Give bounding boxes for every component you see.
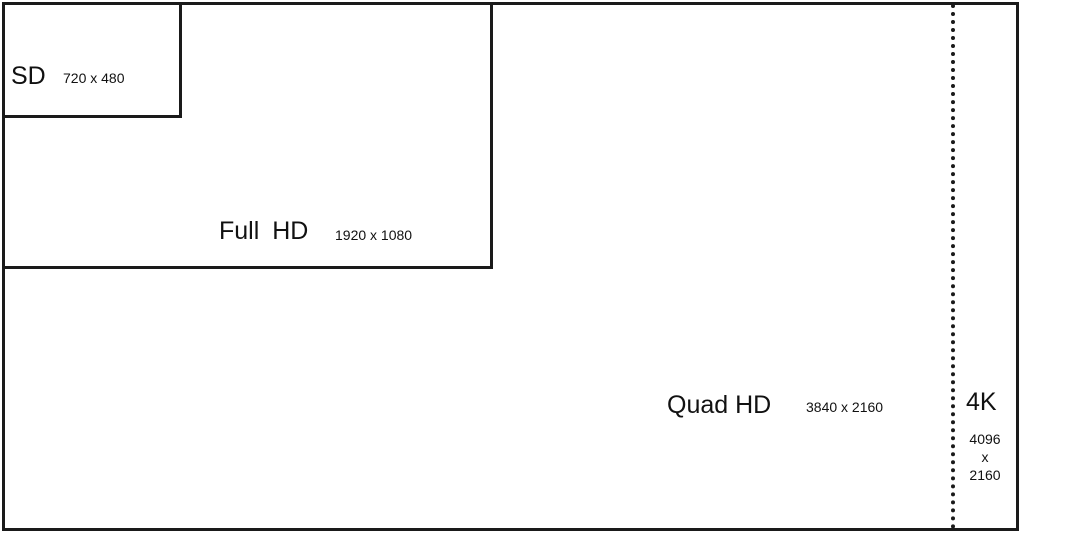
full-hd-frame	[2, 2, 493, 269]
4k-height: 2160	[969, 467, 1001, 483]
sd-dimensions: 720 x 480	[63, 70, 125, 86]
sd-frame	[2, 2, 182, 118]
4k-dotted-boundary	[951, 4, 955, 529]
full-hd-dimensions: 1920 x 1080	[335, 227, 413, 243]
quad-hd-dimensions: 3840 x 2160	[806, 399, 884, 415]
sd-label: SD	[11, 62, 46, 90]
4k-label: 4K	[966, 388, 997, 416]
4k-width: 4096	[969, 431, 1001, 447]
4k-dimensions: 4096 x 2160	[960, 430, 1010, 484]
4k-separator: x	[981, 449, 989, 465]
quad-hd-label: Quad HD	[667, 391, 772, 419]
full-hd-label: Full HD	[219, 217, 309, 245]
